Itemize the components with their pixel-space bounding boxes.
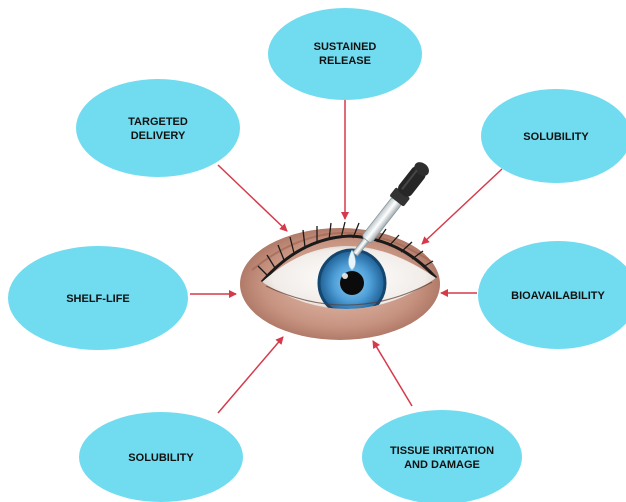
bubble-label-line: TARGETED <box>128 116 188 128</box>
dropper <box>348 162 429 271</box>
bubble-label-line: SUSTAINED <box>314 41 377 53</box>
arrow-solubility-bottom <box>217 336 284 414</box>
bubble-label-line: TISSUE IRRITATION <box>390 445 494 457</box>
bubble-label-line: DELIVERY <box>131 130 186 142</box>
arrow-tissue-irritation <box>372 340 413 407</box>
eyelashes <box>257 221 438 283</box>
bubble-label-line: SOLUBILITY <box>128 452 194 464</box>
bubble-tissue-irritation: TISSUE IRRITATION AND DAMAGE <box>362 410 522 502</box>
bubble-label-line: AND DAMAGE <box>404 459 480 471</box>
bubble-targeted-delivery: TARGETED DELIVERY <box>76 79 240 177</box>
bubble-sustained-release: SUSTAINED RELEASE <box>268 8 422 100</box>
arrow-solubility-top <box>421 168 503 245</box>
arrows <box>190 100 503 414</box>
bubble-label-line: BIOAVAILABILITY <box>511 290 605 302</box>
bubble-solubility-top: SOLUBILITY <box>481 89 626 183</box>
droplet-icon <box>348 249 356 271</box>
bubble-label-line: SHELF-LIFE <box>66 293 130 305</box>
bubble-label-line: RELEASE <box>319 55 371 67</box>
bubble-bioavailability: BIOAVAILABILITY <box>478 241 626 349</box>
bubble-label-line: SOLUBILITY <box>523 131 589 143</box>
eye-with-dropper-icon <box>240 162 440 340</box>
arrow-targeted-delivery <box>217 164 288 232</box>
bubble-shelf-life: SHELF-LIFE <box>8 246 188 350</box>
bubble-solubility-bottom: SOLUBILITY <box>79 412 243 502</box>
